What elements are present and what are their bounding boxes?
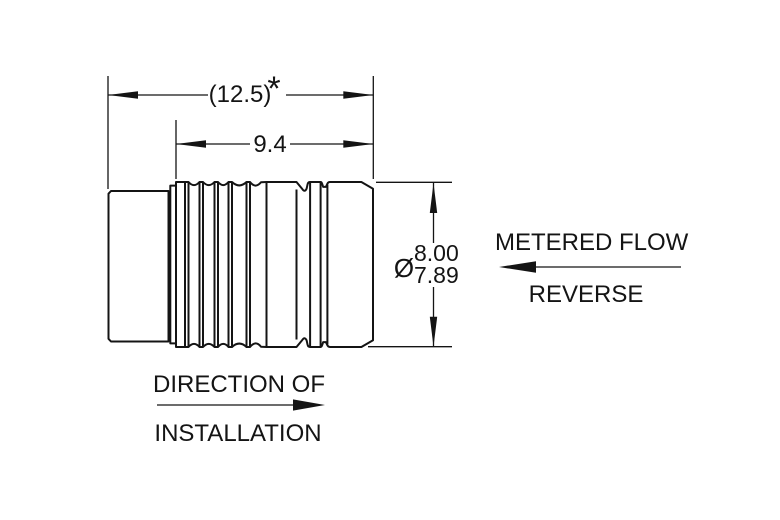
dim-arrow-left-icon xyxy=(108,91,138,99)
overall-length-dimension: (12.5) * xyxy=(107,70,374,189)
body-length-dimension: 9.4 xyxy=(175,120,374,179)
installation-arrow-icon xyxy=(293,399,325,411)
body-rib-lines xyxy=(184,182,329,347)
body-length-value: 9.4 xyxy=(253,131,286,158)
overall-length-asterisk: * xyxy=(267,70,280,108)
diameter-dimension: Ø 8.00 7.89 xyxy=(368,181,459,348)
direction-of-label: DIRECTION OF xyxy=(153,371,325,398)
diameter-symbol: Ø xyxy=(394,253,414,283)
flow-annotation: METERED FLOW REVERSE xyxy=(495,229,689,308)
installation-label: INSTALLATION xyxy=(154,420,321,447)
installation-annotation: DIRECTION OF INSTALLATION xyxy=(153,371,325,447)
diameter-max-value: 8.00 xyxy=(414,240,459,266)
nose-cylinder xyxy=(107,190,170,343)
dim-arrow-right-icon xyxy=(343,91,374,99)
cartridge-body xyxy=(175,181,374,348)
dim-arrow-right-icon xyxy=(343,140,374,148)
metered-flow-arrow-icon xyxy=(499,261,536,273)
diameter-min-value: 7.89 xyxy=(414,262,459,288)
overall-length-value: (12.5) xyxy=(209,81,272,108)
metered-flow-label: METERED FLOW xyxy=(495,229,689,256)
dim-arrow-down-icon xyxy=(429,316,438,347)
dim-arrow-left-icon xyxy=(176,140,206,148)
reverse-label: REVERSE xyxy=(529,281,644,308)
dim-arrow-up-icon xyxy=(429,183,438,213)
cartridge-part xyxy=(107,181,374,348)
